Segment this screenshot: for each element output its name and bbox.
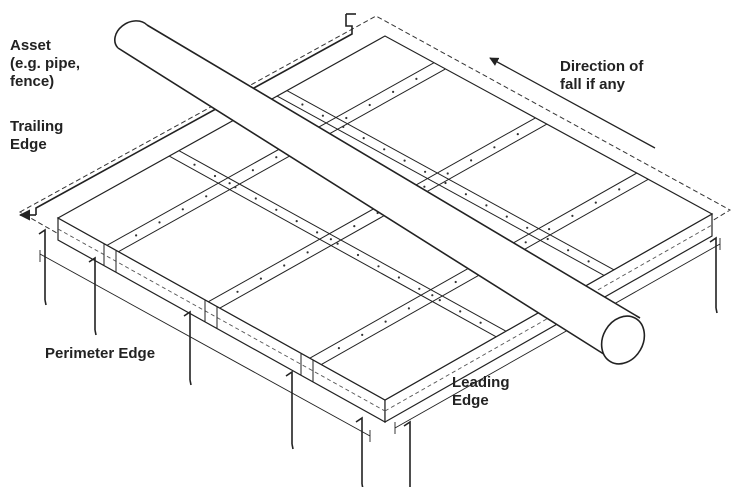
- direction-of-fall-label: Direction of fall if any: [560, 58, 644, 93]
- joint-rivets: [135, 77, 621, 350]
- mat-slab-top: [56, 35, 714, 401]
- trailing-edge-label: Trailing Edge: [10, 118, 64, 153]
- front-face-seams: [103, 244, 314, 382]
- perimeter-edge-label: Perimeter Edge: [45, 345, 156, 362]
- leading-edge-label: Leading Edge: [452, 374, 510, 409]
- direction-of-fall-arrow: [489, 57, 656, 149]
- ground-pins: [38, 228, 718, 487]
- pipe-asset: [114, 20, 646, 365]
- inner-dashed-edge: [57, 224, 713, 412]
- asset-label: Asset (e.g. pipe, fence): [10, 37, 81, 90]
- trailing-edge-marker: [18, 13, 356, 221]
- leading-edge-dimension: [394, 238, 721, 434]
